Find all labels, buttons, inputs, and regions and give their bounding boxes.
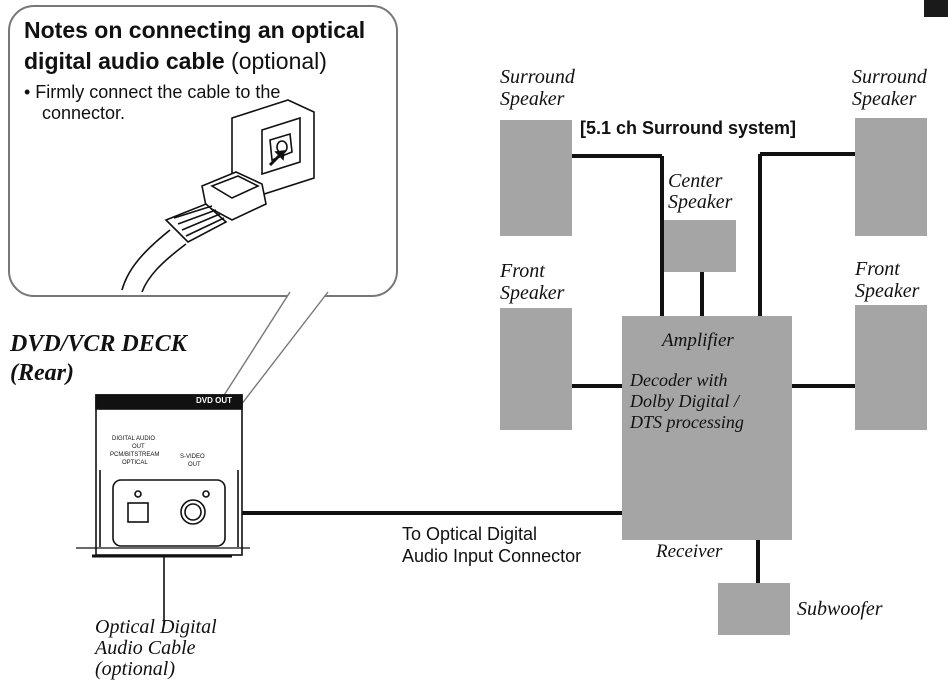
notes-title-line1: Notes on connecting an optical xyxy=(24,17,366,43)
connection-label-line1: To Optical Digital xyxy=(402,524,538,544)
deck-rear-panel xyxy=(76,394,250,558)
panel-label-digital-audio-4: OPTICAL xyxy=(122,460,148,466)
surround-right-label-1: Surround xyxy=(852,66,927,88)
surround-right-label-2: Speaker xyxy=(852,88,917,110)
panel-label-digital-audio-2: OUT xyxy=(132,444,145,450)
notes-bullet-line1: • Firmly connect the cable to the xyxy=(24,82,281,102)
notes-title-line2: digital audio cable (optional) xyxy=(24,48,327,75)
deck-subtitle: (Rear) xyxy=(10,360,74,386)
deck-title: DVD/VCR DECK xyxy=(10,331,187,357)
center-label-1: Center xyxy=(668,170,723,192)
notes-title-bold: digital audio cable xyxy=(24,48,225,74)
front-right-label-2: Speaker xyxy=(855,280,920,302)
cable-label-line3: (optional) xyxy=(95,658,175,680)
surround-speaker-left-box xyxy=(500,120,572,236)
front-speaker-left-box xyxy=(500,308,572,430)
surround-left-label-1: Surround xyxy=(500,66,575,88)
cable-label-line2: Audio Cable xyxy=(95,637,196,659)
center-label-2: Speaker xyxy=(668,191,733,213)
system-title: [5.1 ch Surround system] xyxy=(580,118,797,138)
optical-connector-illustration xyxy=(121,99,315,293)
panel-label-svideo-1: S-VIDEO xyxy=(180,454,205,460)
center-speaker-box xyxy=(664,220,736,272)
front-left-label-2: Speaker xyxy=(500,282,565,304)
surround-speaker-right-box xyxy=(855,118,927,236)
panel-label-digital-audio-1: DIGITAL AUDIO xyxy=(112,436,156,442)
front-left-label-1: Front xyxy=(500,260,545,282)
front-right-label-1: Front xyxy=(855,258,900,280)
decoder-label-1: Decoder with xyxy=(630,370,728,390)
notes-callout xyxy=(8,5,398,297)
cable-label-line1: Optical Digital xyxy=(95,616,217,638)
notes-title-optional: (optional) xyxy=(224,48,327,74)
subwoofer-label: Subwoofer xyxy=(797,598,883,620)
connection-label-line2: Audio Input Connector xyxy=(402,546,582,566)
notes-bullet-line2: connector. xyxy=(42,103,126,123)
receiver-label: Receiver xyxy=(656,541,723,562)
amplifier-box xyxy=(622,316,792,540)
subwoofer-box xyxy=(718,583,790,635)
amplifier-label: Amplifier xyxy=(662,330,734,351)
surround-left-label-2: Speaker xyxy=(500,88,565,110)
decoder-label-3: DTS processing xyxy=(630,412,744,432)
panel-label-digital-audio-3: PCM/BITSTREAM xyxy=(110,452,160,458)
panel-label-dvd-out: DVD OUT xyxy=(196,396,232,405)
front-speaker-right-box xyxy=(855,305,927,430)
panel-label-svideo-2: OUT xyxy=(188,462,201,468)
page-corner-tab xyxy=(924,0,948,17)
decoder-label-2: Dolby Digital / xyxy=(630,391,739,411)
